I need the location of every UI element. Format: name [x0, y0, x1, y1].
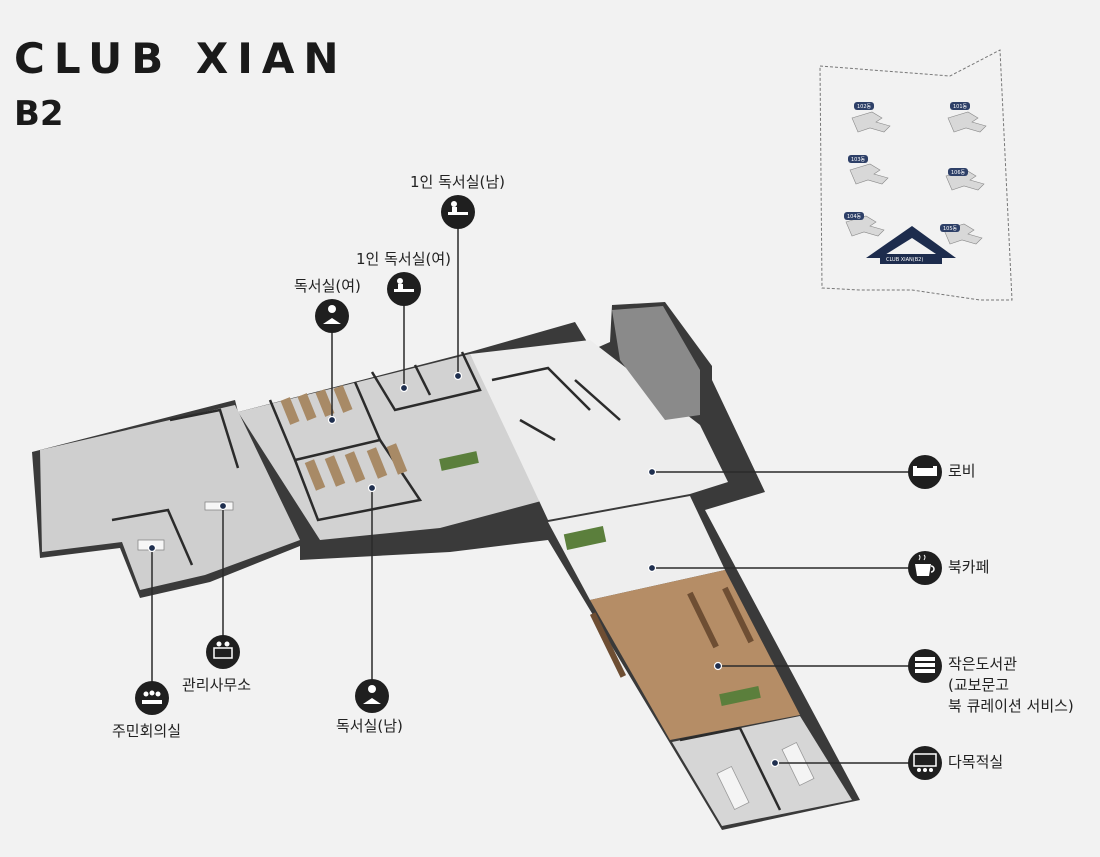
site-building-label: 103동	[851, 157, 866, 163]
label-male-single-reading: 1인 독서실(남)	[410, 173, 506, 191]
brand-title: CLUB XIAN	[14, 34, 348, 83]
label-admin-office: 관리사무소	[182, 676, 252, 694]
leader-lines	[151, 228, 910, 764]
reader-icon	[315, 299, 349, 333]
sofa-icon	[908, 455, 942, 489]
floor-label: B2	[14, 94, 64, 134]
label-resident-meeting: 주민회의실	[112, 722, 182, 740]
site-building-label: 104동	[847, 214, 862, 220]
site-building-label: 102동	[857, 104, 872, 110]
label-book-cafe: 북카페	[948, 558, 990, 576]
site-building-label: 105동	[943, 226, 958, 232]
multipurpose-icon	[908, 746, 942, 780]
label-small-library-sub1: (교보문고	[948, 676, 1010, 694]
site-building-label: 101동	[953, 104, 968, 110]
building-plan	[32, 302, 860, 830]
label-female-reading: 독서실(여)	[294, 277, 361, 295]
coffee-cup-icon	[908, 551, 942, 585]
reader-icon	[355, 679, 389, 713]
reading-desk-icon	[441, 195, 475, 229]
office-icon	[206, 635, 240, 669]
site-building-label: 106동	[951, 170, 966, 176]
site-map: 102동 101동 103동 106동 104동 105동 CLUB XIAN(…	[819, 49, 1013, 301]
label-small-library: 작은도서관	[948, 655, 1018, 673]
label-lobby: 로비	[948, 462, 976, 480]
site-facility-label: CLUB XIAN(B2)	[886, 257, 923, 263]
label-small-library-sub2: 북 큐레이션 서비스)	[948, 697, 1074, 715]
reading-desk-icon	[387, 272, 421, 306]
label-male-reading: 독서실(남)	[336, 717, 403, 735]
books-icon	[908, 649, 942, 683]
label-female-single-reading: 1인 독서실(여)	[356, 250, 452, 268]
meeting-icon	[135, 681, 169, 715]
label-multipurpose: 다목적실	[948, 753, 1004, 771]
